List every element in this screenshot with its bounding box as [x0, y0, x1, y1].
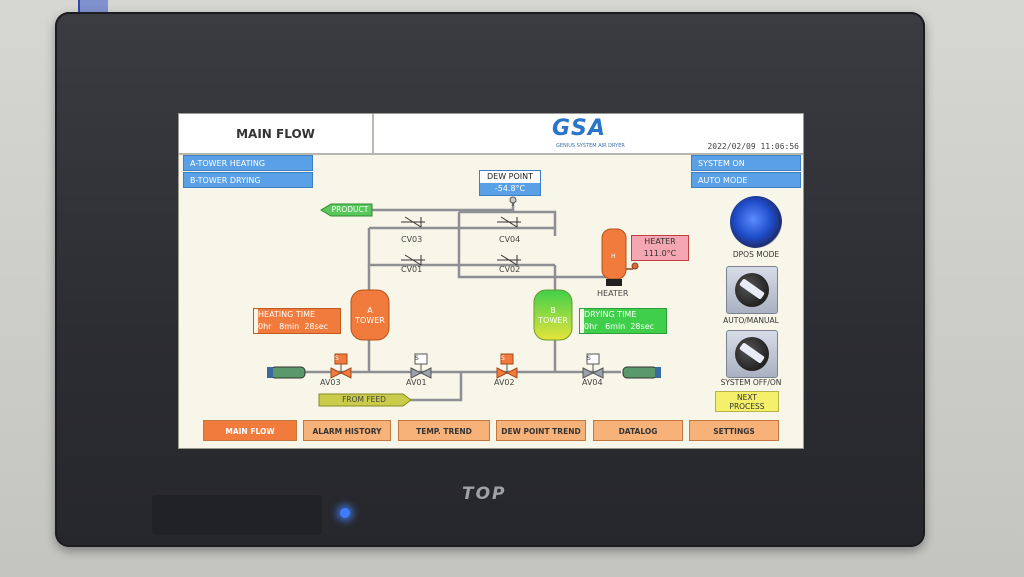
process-flow-diagram — [267, 196, 661, 407]
tab-dew-point-trend[interactable]: DEW POINT TREND — [496, 420, 586, 441]
cv02-label: CV02 — [499, 265, 521, 274]
heating-time-display: HEATING TIME 0hr 8min 28sec — [253, 308, 341, 334]
heating-time-value: 0hr 8min 28sec — [258, 321, 340, 333]
av01-tag: S — [415, 355, 419, 362]
tab-alarm-history[interactable]: ALARM HISTORY — [303, 420, 391, 441]
auto-manual-label: AUTO/MANUAL — [723, 316, 779, 325]
av02-tag: S — [501, 355, 505, 362]
cv04-label: CV04 — [499, 235, 521, 244]
av04-tag: S — [587, 355, 591, 362]
heater-symbol: H — [611, 253, 616, 260]
drying-time-label: DRYING TIME — [584, 309, 666, 321]
tab-temp-trend[interactable]: TEMP. TREND — [398, 420, 490, 441]
auto-manual-switch[interactable] — [726, 266, 778, 314]
power-led — [340, 508, 350, 518]
product-label: PRODUCT — [331, 205, 369, 214]
tower-a-label: A TOWER — [355, 306, 385, 325]
heater-temp-label: HEATER — [632, 236, 688, 248]
av02-label: AV02 — [494, 378, 515, 387]
cv01-label: CV01 — [401, 265, 423, 274]
page-title: MAIN FLOW — [179, 114, 374, 155]
dew-point-value: -54.8°C — [480, 183, 540, 195]
gsa-logo-subtitle: GENIUS SYSTEM AIR DRYER — [556, 143, 625, 149]
flow-arrows — [318, 203, 412, 407]
system-off-on-label: SYSTEM OFF/ON — [720, 378, 782, 387]
datetime-display: 2022/02/09 11:06:56 — [707, 142, 799, 151]
status-b-tower: B-TOWER DRYING — [183, 172, 313, 188]
av01-label: AV01 — [406, 378, 427, 387]
check-valve-icons — [401, 216, 521, 266]
heater-vessel — [601, 228, 639, 286]
cv03-label: CV03 — [401, 235, 423, 244]
from-feed-label: FROM FEED — [342, 395, 386, 404]
heater-temp-display: HEATER 111.0°C — [631, 235, 689, 261]
air-valve-icons — [330, 353, 604, 379]
tab-settings[interactable]: SETTINGS — [689, 420, 779, 441]
tower-b — [533, 289, 573, 341]
av03-label: AV03 — [320, 378, 341, 387]
dpos-mode-button[interactable] — [730, 196, 782, 248]
tab-datalog[interactable]: DATALOG — [593, 420, 683, 441]
status-system-on: SYSTEM ON — [691, 155, 801, 171]
hmi-screen: MAIN FLOW GSA GENIUS SYSTEM AIR DRYER 20… — [178, 113, 804, 449]
silencer-icons — [267, 366, 661, 379]
heater-temp-value: 111.0°C — [632, 248, 688, 260]
status-auto-mode: AUTO MODE — [691, 172, 801, 188]
av04-label: AV04 — [582, 378, 603, 387]
heater-name-label: HEATER — [597, 289, 629, 298]
tab-main-flow[interactable]: MAIN FLOW — [203, 420, 297, 441]
tower-b-label: B TOWER — [538, 306, 568, 325]
status-a-tower: A-TOWER HEATING — [183, 155, 313, 171]
drying-time-value: 0hr 6min 28sec — [584, 321, 666, 333]
dew-point-sensor-icon — [509, 196, 517, 206]
tower-a — [350, 289, 390, 341]
brand-logo: TOP — [462, 484, 507, 504]
av03-tag: S — [335, 355, 339, 362]
front-sensor-panel — [152, 495, 322, 535]
system-off-on-switch[interactable] — [726, 330, 778, 378]
gsa-logo: GSA — [552, 116, 606, 141]
dpos-mode-label: DPOS MODE — [732, 250, 780, 259]
drying-time-display: DRYING TIME 0hr 6min 28sec — [579, 308, 667, 334]
bottom-tab-bar: MAIN FLOW ALARM HISTORY TEMP. TREND DEW … — [203, 420, 783, 442]
heating-time-label: HEATING TIME — [258, 309, 340, 321]
header-logo-area: GSA GENIUS SYSTEM AIR DRYER 2022/02/09 1… — [374, 114, 803, 155]
dew-point-display: DEW POINT -54.8°C — [479, 170, 541, 196]
next-process-button[interactable]: NEXT PROCESS — [715, 391, 779, 412]
dew-point-label: DEW POINT — [480, 171, 540, 183]
